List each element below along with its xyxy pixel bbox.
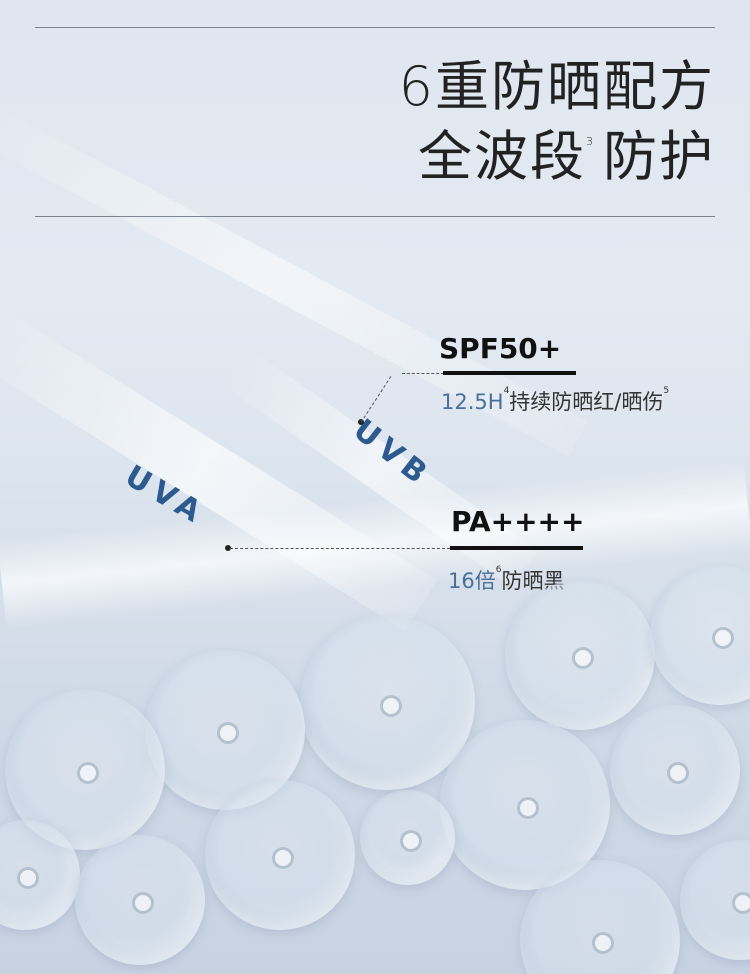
pa-label: PA++++ (451, 505, 585, 538)
bubble (205, 780, 355, 930)
pa-description: 16倍6防晒黑 (448, 565, 564, 595)
spf-description: 12.5H4持续防晒红/晒伤5 (441, 386, 669, 416)
spf-label: SPF50+ (439, 332, 562, 365)
bubble (75, 835, 205, 965)
bubble (360, 790, 455, 885)
bubble (505, 580, 655, 730)
spf-underline (443, 371, 576, 375)
spf-duration: 12.5H (441, 390, 504, 414)
top-divider (35, 27, 715, 28)
uva-pointer-line (230, 548, 450, 549)
headline-line1: 6重防晒配方 (398, 55, 715, 118)
pa-underline (450, 546, 583, 550)
headline-text: 全波段 (418, 125, 586, 188)
bubble (300, 615, 475, 790)
uvb-pointer-dot (358, 419, 364, 425)
footnote-mark: 3 (586, 135, 595, 148)
bubble (650, 565, 750, 705)
footnote-mark: 6 (495, 565, 502, 575)
uva-pointer-dot (225, 545, 231, 551)
bubble (680, 840, 750, 960)
pa-factor: 16倍 (448, 569, 496, 593)
footnote-mark: 5 (663, 386, 670, 396)
bubble (610, 705, 740, 835)
uvb-pointer-line (402, 373, 444, 374)
bottom-divider (35, 216, 715, 217)
footnote-mark: 4 (503, 386, 510, 396)
uvb-pointer-line (360, 376, 392, 423)
headline-text: 防护 (603, 125, 715, 188)
spf-text: 持续防晒红/晒伤 (509, 390, 664, 414)
